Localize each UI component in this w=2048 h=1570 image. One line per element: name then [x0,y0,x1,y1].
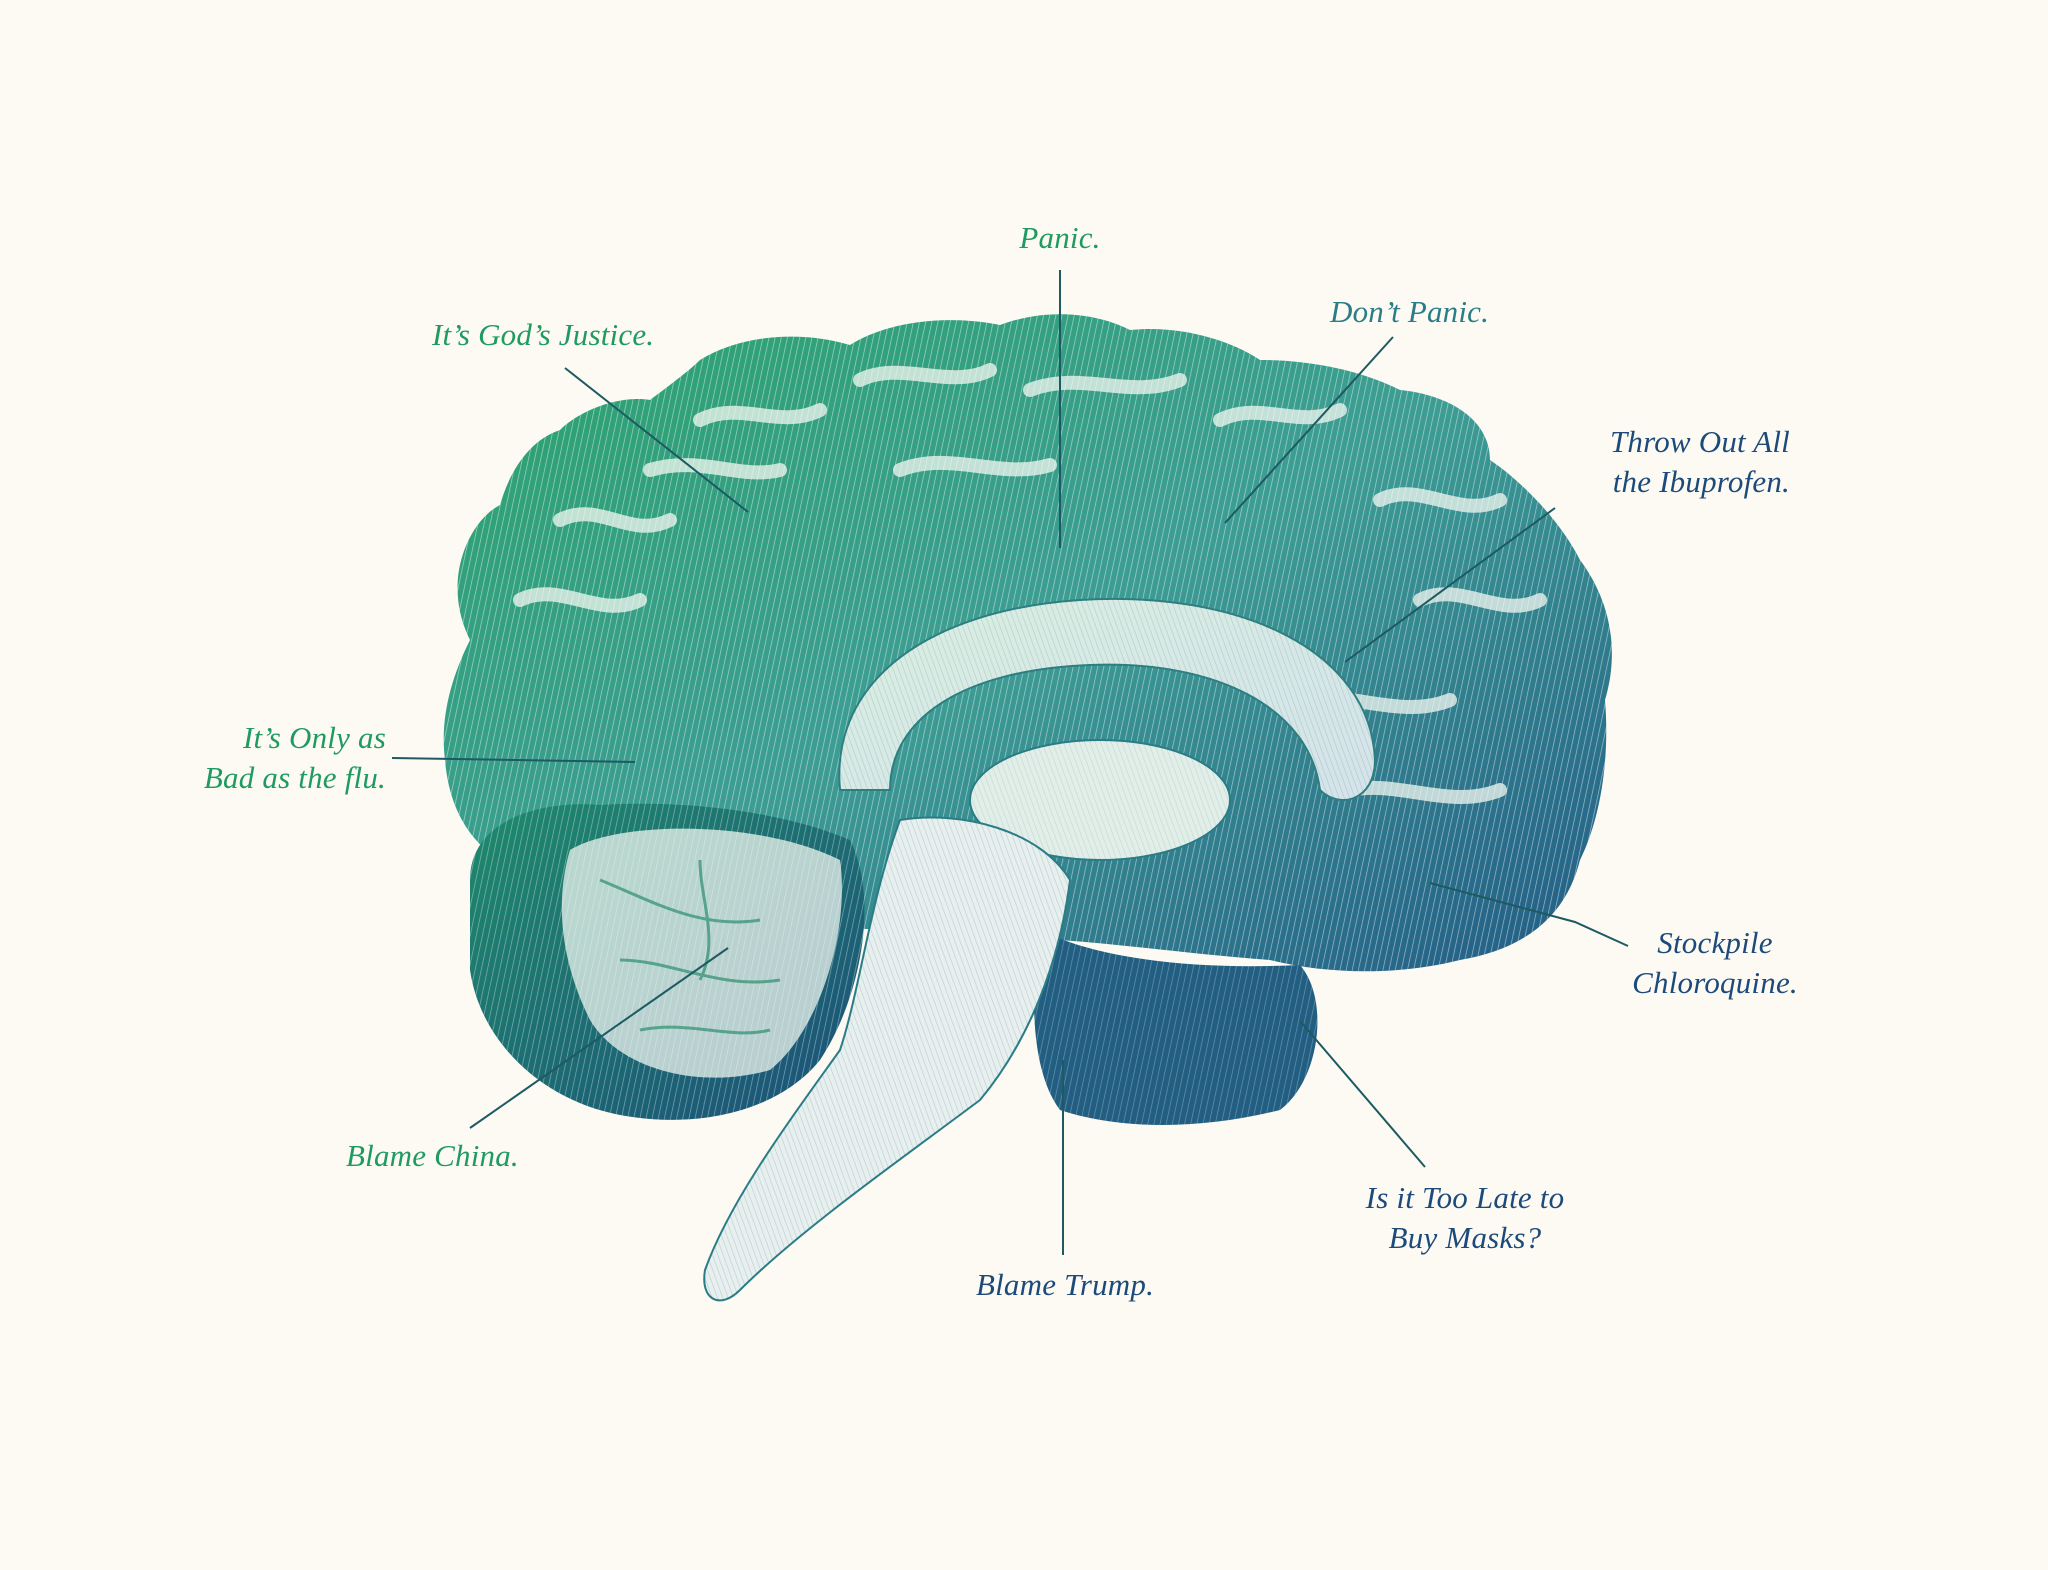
leader-line-china [469,947,729,1129]
leader-line-chloroquine [1429,882,1629,947]
label-masks: Is it Too Late to Buy Masks? [1365,1180,1565,1255]
leader-line-dont-panic [1224,336,1394,524]
leader-line-flu [391,757,636,763]
label-panic: Panic. [1019,220,1101,255]
label-dont-panic: Don’t Panic. [1330,294,1490,329]
leader-line-masks [1299,1020,1426,1168]
leader-line-ibuprofen [1344,507,1556,663]
label-flu: It’s Only as Bad as the flu. [203,720,386,795]
label-gods-justice: It’s God’s Justice. [432,317,655,352]
label-chloroquine: Stockpile Chloroquine. [1632,925,1798,1000]
label-trump: Blame Trump. [975,1267,1155,1302]
label-china: Blame China. [346,1138,519,1173]
leader-line-gods-justice [564,367,749,513]
label-ibuprofen: Throw Out All the Ibuprofen. [1609,424,1790,499]
leader-lines [391,270,1629,1255]
